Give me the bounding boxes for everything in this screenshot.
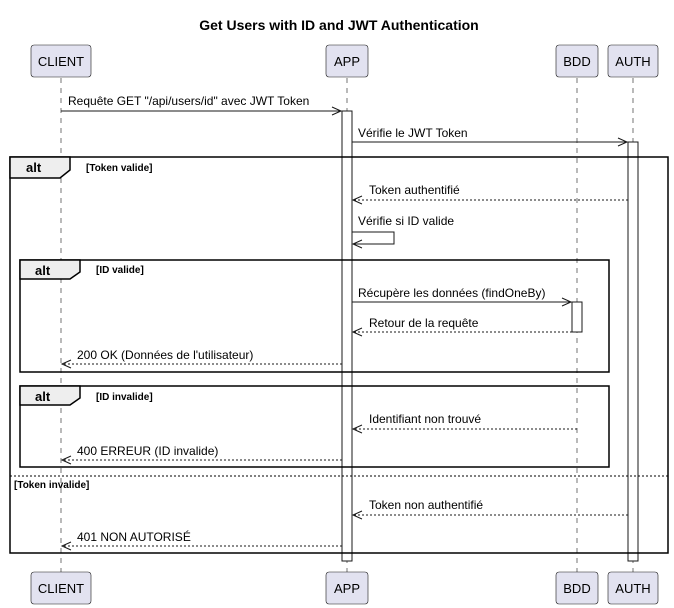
message-request-get: Requête GET "/api/users/id" avec JWT Tok… [61,94,343,116]
app-activation-bar [341,110,353,562]
participant-bdd-top: BDD [555,44,599,78]
message-verify-jwt: Vérifie le JWT Token [352,126,629,147]
message-label: 400 ERREUR (ID invalide) [77,444,218,458]
fragment-guard: [Token valide] [86,163,153,174]
participant-app-bottom: APP [325,571,369,605]
message-label: Requête GET "/api/users/id" avec JWT Tok… [68,94,309,108]
message-id-not-found: Identifiant non trouvé [351,412,577,434]
message-401-unauthorized: 401 NON AUTORISÉ [60,529,342,551]
participant-client-bottom: CLIENT [30,571,92,605]
message-query-return: Retour de la requête [351,316,572,337]
participant-label: BDD [563,581,590,596]
fragment-guard: [ID invalide] [96,392,153,403]
message-label: Identifiant non trouvé [369,412,481,426]
message-200-ok: 200 OK (Données de l'utilisateur) [60,348,342,369]
message-label: 401 NON AUTORISÉ [77,529,191,544]
fragment-keyword: alt [26,160,42,175]
message-label: Retour de la requête [369,316,479,330]
message-token-not-authenticated: Token non authentifié [351,498,628,520]
participant-label: CLIENT [38,54,84,69]
message-label: Récupère les données (findOneBy) [358,286,545,300]
participant-label: BDD [563,54,590,69]
participant-label: AUTH [615,54,650,69]
participant-auth-bottom: AUTH [607,571,659,605]
fragment-keyword: alt [35,389,51,404]
alt-fragment-token: alt [Token valide] [Token invalide] [9,156,669,554]
message-400-error: 400 ERREUR (ID invalide) [60,444,342,465]
participant-label: CLIENT [38,581,84,596]
participant-label: APP [334,581,360,596]
message-label: Token non authentifié [369,498,483,512]
message-label: 200 OK (Données de l'utilisateur) [77,348,253,362]
bdd-activation-bar [571,301,583,333]
alt-fragment-id-invalid: alt [ID invalide] [19,385,610,468]
message-label: Vérifie si ID valide [358,214,454,228]
participant-auth-top: AUTH [607,44,659,78]
message-label: Token authentifié [369,183,460,197]
participant-client-top: CLIENT [30,44,92,78]
message-label: Vérifie le JWT Token [358,126,468,140]
participant-label: AUTH [615,581,650,596]
message-self-check-id: Vérifie si ID valide [351,214,454,249]
auth-activation-bar [627,141,639,562]
else-guard: [Token invalide] [14,480,89,491]
fragment-guard: [ID valide] [96,265,144,276]
participant-app-top: APP [325,44,369,78]
message-fetch-data: Récupère les données (findOneBy) [352,286,573,307]
message-token-authenticated: Token authentifié [351,183,628,205]
participant-bdd-bottom: BDD [555,571,599,605]
diagram-title: Get Users with ID and JWT Authentication [199,17,479,33]
alt-fragment-id-valid: alt [ID valide] [19,259,610,373]
fragment-keyword: alt [35,263,51,278]
participant-label: APP [334,54,360,69]
